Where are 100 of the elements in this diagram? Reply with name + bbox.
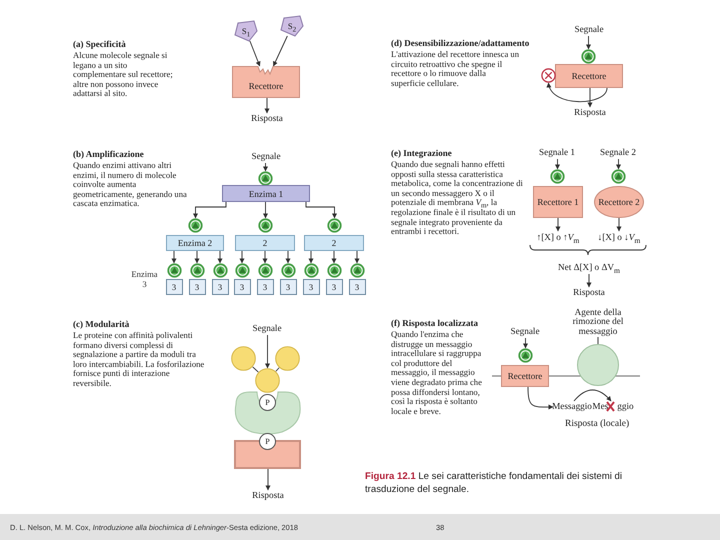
protein-module-circle (275, 346, 300, 371)
enzyme-box: 3 (302, 279, 320, 295)
activation-circle (258, 263, 272, 278)
arrow (616, 158, 621, 170)
arrow (286, 250, 290, 264)
enzyme-box: 3 (212, 279, 228, 295)
node-label: Agente della rimozione del messaggio (560, 307, 636, 337)
arrow (263, 202, 268, 218)
receptor-box: Recettore (555, 64, 623, 88)
node-label: ↑[X] o ↑V$_{m}$ (526, 231, 590, 244)
arrow (555, 158, 560, 170)
panel-heading: (c) Modularità (73, 320, 130, 330)
arrow (588, 88, 592, 108)
arrow (263, 162, 268, 172)
description-text: Le proteine con affinità polivalenti formano diversi complessi di segnalazione a partire da moduli tra loro intercambiabili. La fosforilazione fornisce punti di interazione reversibile. (73, 331, 206, 389)
protein-module-circle (231, 346, 256, 371)
removal-agent-circle (577, 344, 619, 386)
activation-circle (212, 263, 228, 278)
node-label: Enzima 3 (130, 270, 159, 289)
node-label: Risposta (248, 490, 288, 502)
arrow (272, 36, 288, 66)
figure-caption: Figura 12.1 Le sei caratteristiche fondamentali dei sistemi di trasduzione del segnale. (365, 470, 624, 496)
node-label: Segnale 1 (536, 147, 578, 159)
signal-molecule: S$_{2}$ (281, 16, 303, 36)
arrow (308, 250, 314, 264)
arrow (264, 98, 270, 114)
arrow (194, 250, 200, 264)
activation-circle (280, 263, 296, 278)
activation-circle (518, 348, 533, 363)
node-label: Segnale (248, 151, 284, 163)
receptor-box: Recettore 2 (594, 186, 644, 218)
enzyme-box: 3 (348, 279, 366, 295)
arrow (547, 82, 608, 102)
enzyme-box: 3 (326, 279, 342, 295)
panel-heading: (f) Risposta localizzata (391, 319, 478, 329)
phosphate-circle: P (259, 394, 276, 411)
panel-heading: (e) Integrazione (391, 149, 452, 159)
node-label: Risposta (246, 113, 288, 125)
arrow (306, 202, 337, 218)
arrow (193, 202, 226, 218)
description-text: Alcune molecole segnale si legano a un sito complementare sul recettore; altre non possono invece adattarsi al sito. (73, 51, 174, 99)
activation-circle (611, 169, 626, 184)
node-label: Segnale (249, 323, 285, 335)
protein-shape (232, 392, 303, 434)
receptor-box: Recettore 1 (533, 186, 583, 218)
description-text: Risposta (locale) (565, 420, 630, 430)
activation-circle (327, 218, 342, 233)
arrow (523, 338, 528, 348)
description-text: Quando l'enzima che distrugge un messaggio intracellulare si raggruppa col produttore del messaggio, il messaggio viene degradato prima che possa diffondersi lontano, così la risposta è soltanto locale e breve. (391, 330, 483, 416)
signal-molecule: S$_{1}$ (235, 21, 257, 41)
receptor-box: Recettore (501, 365, 549, 387)
node-label: Segnale (509, 326, 541, 338)
enzyme-box: Enzima 1 (222, 185, 310, 202)
arrow (528, 386, 554, 410)
enzyme-box: 3 (280, 279, 296, 295)
arrow (265, 334, 270, 368)
activation-circle (304, 263, 318, 278)
arrow (586, 274, 592, 288)
receptor-box: Recettore (232, 66, 300, 98)
node-label: Messaggio (553, 401, 591, 413)
enzyme-box: 3 (188, 279, 206, 295)
activation-circle (258, 171, 273, 186)
enzyme-box: 3 (234, 279, 250, 295)
panel-heading: (a) Specificità (73, 40, 126, 50)
arrow (218, 250, 222, 264)
arrow (332, 250, 336, 264)
arrow (616, 218, 622, 232)
activation-circle (188, 218, 203, 233)
node-label: Segnale (571, 24, 607, 36)
node-label: Risposta (571, 287, 607, 299)
node-label: Segnale 2 (597, 147, 639, 159)
activation-circle (581, 49, 596, 64)
connector-line (275, 367, 280, 372)
arrow (354, 250, 360, 264)
node-label: Risposta (572, 107, 608, 119)
enzyme-box: 3 (256, 279, 274, 295)
description-text: Quando enzimi attivano altri enzimi, il numero di molecole coinvolte aumenta geometricamente, generando una cascata enzimatica. (73, 161, 188, 209)
arrow (586, 36, 591, 50)
activation-circle (190, 263, 204, 278)
panel-heading: (b) Amplificazione (73, 150, 144, 160)
connector-line (252, 366, 259, 372)
arrow (556, 218, 560, 232)
arrow (266, 468, 270, 490)
activation-circle (550, 169, 565, 184)
node-label: ↓[X] o ↓V$_{m}$ (587, 231, 651, 244)
enzyme-box: Enzima 2 (166, 235, 224, 251)
activation-circle (326, 263, 342, 278)
arrow (574, 390, 612, 402)
protein-module-circle (255, 368, 280, 393)
enzyme-box: 3 (166, 279, 182, 295)
description-text: Quando due segnali hanno effetti opposti sulla stessa caratteristica metabolica, come la concentrazione di un secondo messaggero X o il potenziale di membrana V$_{m}$, la regolazione finale è il risultato di un segnale integrato proveniente da entrambi i recettori. (391, 160, 523, 237)
arrow (172, 250, 176, 264)
activation-circle (166, 263, 182, 278)
receptor-box (234, 440, 301, 469)
arrow (249, 40, 260, 66)
arrow (240, 250, 244, 264)
node-label: Net Δ[X] o ΔV$_{m}$ (546, 261, 632, 274)
panel-heading: (d) Desensibilizzazione/adattamento (391, 39, 530, 49)
inhibition-circle (541, 68, 556, 83)
activation-circle (258, 218, 273, 233)
